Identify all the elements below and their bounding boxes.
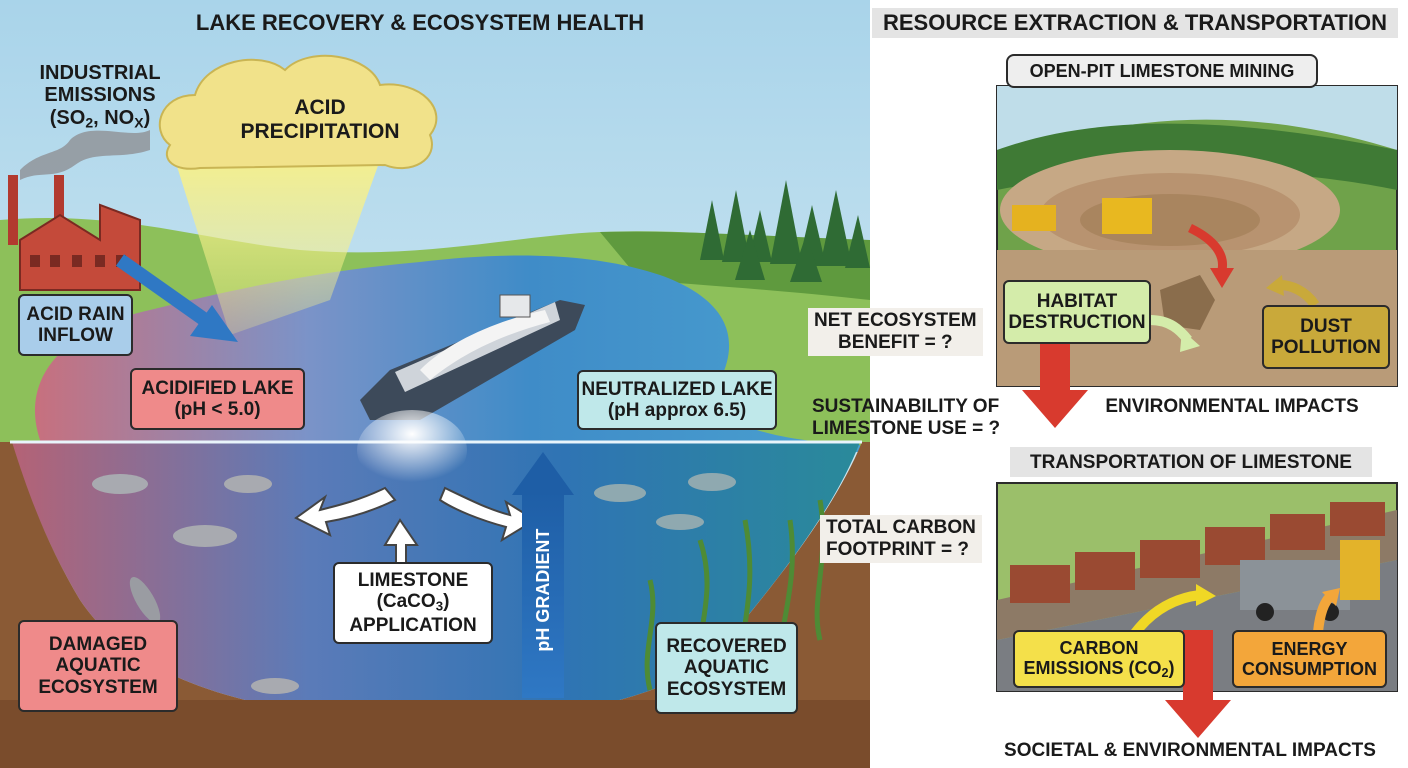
carbon-footprint-question: TOTAL CARBON FOOTPRINT = ?: [820, 515, 982, 563]
acid-rain-beam: [175, 160, 380, 335]
env-impacts-arrow: [1022, 340, 1088, 428]
carbon-emissions-box: CARBON EMISSIONS (CO2): [1013, 630, 1185, 688]
acid-inflow-arrow: [115, 254, 238, 342]
limestone-spray: [357, 410, 467, 490]
acid-rain-inflow-box: ACID RAIN INFLOW: [18, 294, 133, 356]
acidified-lake-box: ACIDIFIED LAKE (pH < 5.0): [130, 368, 305, 430]
mining-arrow: [1187, 223, 1234, 288]
recovered-ecosystem-box: RECOVERED AQUATIC ECOSYSTEM: [655, 622, 798, 714]
forest: [700, 180, 870, 282]
limestone-application-box: LIMESTONE (CaCO3) APPLICATION: [333, 562, 493, 644]
ph-gradient-label: pH GRADIENT: [532, 528, 553, 652]
sustainability-question: SUSTAINABILITY OF LIMESTONE USE = ?: [812, 396, 1001, 439]
energy-consumption-box: ENERGY CONSUMPTION: [1232, 630, 1387, 688]
barge: [360, 294, 585, 420]
damaged-ecosystem-box: DAMAGED AQUATIC ECOSYSTEM: [18, 620, 178, 712]
factory: [8, 175, 141, 291]
net-ecosystem-benefit-question: NET ECOSYSTEM BENEFIT = ?: [808, 308, 983, 356]
ph-gradient-arrow: [512, 452, 574, 698]
acid-cloud: [158, 54, 438, 170]
smoke: [20, 130, 150, 180]
transportation-title: TRANSPORTATION OF LIMESTONE: [1030, 452, 1352, 473]
acid-precipitation-label: ACID PRECIPITATION: [240, 96, 400, 143]
fish-group: [92, 473, 736, 694]
emissions-label: INDUSTRIAL EMISSIONS (SO2, NOX): [39, 62, 161, 131]
societal-arrow: [1165, 630, 1231, 738]
right-section-title: RESOURCE EXTRACTION & TRANSPORTATION: [883, 10, 1387, 35]
habitat-destruction-box: HABITAT DESTRUCTION: [1003, 280, 1151, 344]
open-pit-mining-title: OPEN-PIT LIMESTONE MINING: [1006, 54, 1318, 88]
societal-impacts-label: SOCIETAL & ENVIRONMENTAL IMPACTS: [1004, 740, 1376, 761]
dust-pollution-box: DUST POLLUTION: [1262, 305, 1390, 369]
environmental-impacts-label: ENVIRONMENTAL IMPACTS: [1105, 396, 1359, 417]
left-section-title: LAKE RECOVERY & ECOSYSTEM HEALTH: [195, 10, 645, 35]
neutralized-lake-box: NEUTRALIZED LAKE (pH approx 6.5): [577, 370, 777, 430]
